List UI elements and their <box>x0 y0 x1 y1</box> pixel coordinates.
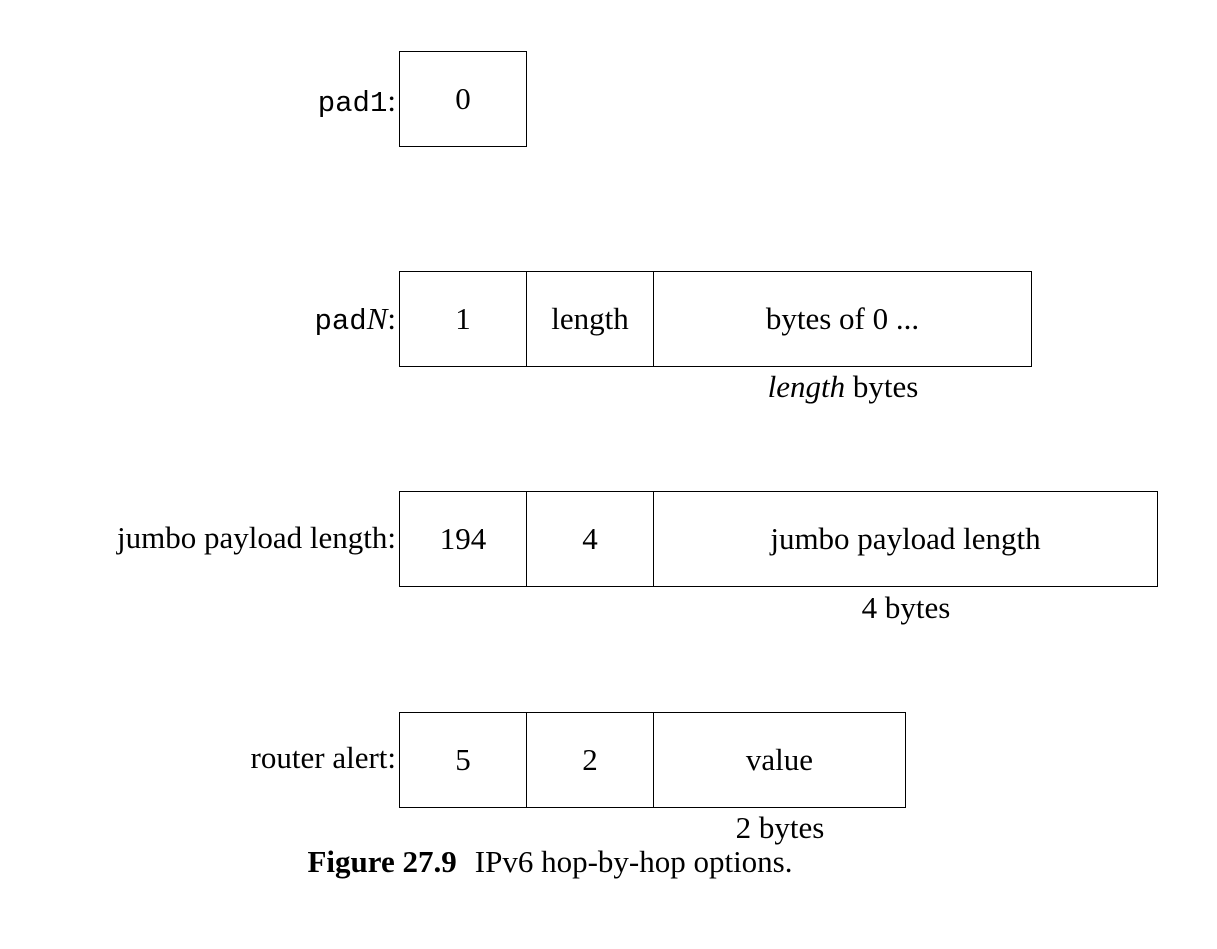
pad1-type-field: 0 <box>399 51 527 147</box>
padn-type-field: 1 <box>399 271 527 367</box>
pad1-label: pad1: <box>318 84 396 121</box>
jumbo-data-field: jumbo payload length <box>654 491 1158 587</box>
jumbo-type-value: 194 <box>439 521 487 556</box>
pad1-label-prefix: pad <box>317 87 370 120</box>
router-alert-size-note: 2 bytes <box>735 810 825 845</box>
pad1-type-value: 0 <box>455 81 471 116</box>
router-alert-data-field: value <box>654 712 906 808</box>
padn-size-note: length bytes <box>654 370 1032 404</box>
jumbo-length-value: 4 <box>582 521 598 556</box>
jumbo-size-note: 4 bytes <box>861 590 951 625</box>
jumbo-type-field: 194 <box>399 491 527 587</box>
router-alert-length-field: 2 <box>527 712 654 808</box>
jumbo-label: jumbo payload length: <box>117 520 396 555</box>
jumbo-length-field: 4 <box>527 491 654 587</box>
figure-caption: Figure 27.9 IPv6 hop-by-hop options. <box>0 844 1100 880</box>
router-alert-label: router alert: <box>250 740 396 775</box>
figure-caption-text: IPv6 hop-by-hop options. <box>474 844 793 879</box>
jumbo-data-value: jumbo payload length <box>770 521 1041 556</box>
router-alert-length-value: 2 <box>582 742 598 777</box>
pad1-label-suffix: 1 <box>369 87 388 120</box>
router-alert-type-value: 5 <box>455 742 471 777</box>
padn-label-suffix: N <box>366 301 388 336</box>
pad1-label-colon: : <box>387 83 396 118</box>
padn-length-value: length <box>551 301 629 336</box>
padn-label-colon: : <box>387 301 396 336</box>
padn-size-note-italic: length <box>767 369 846 404</box>
padn-data-field: bytes of 0 ... <box>654 271 1032 367</box>
router-alert-data-value: value <box>745 742 814 777</box>
figure-number: Figure 27.9 <box>307 844 457 879</box>
padn-length-field: length <box>527 271 654 367</box>
padn-type-value: 1 <box>455 301 471 336</box>
padn-size-note-rest: bytes <box>845 369 919 404</box>
padn-label-prefix: pad <box>314 305 367 338</box>
router-alert-type-field: 5 <box>399 712 527 808</box>
padn-label: padN: <box>314 302 396 339</box>
padn-data-value: bytes of 0 ... <box>765 301 920 336</box>
